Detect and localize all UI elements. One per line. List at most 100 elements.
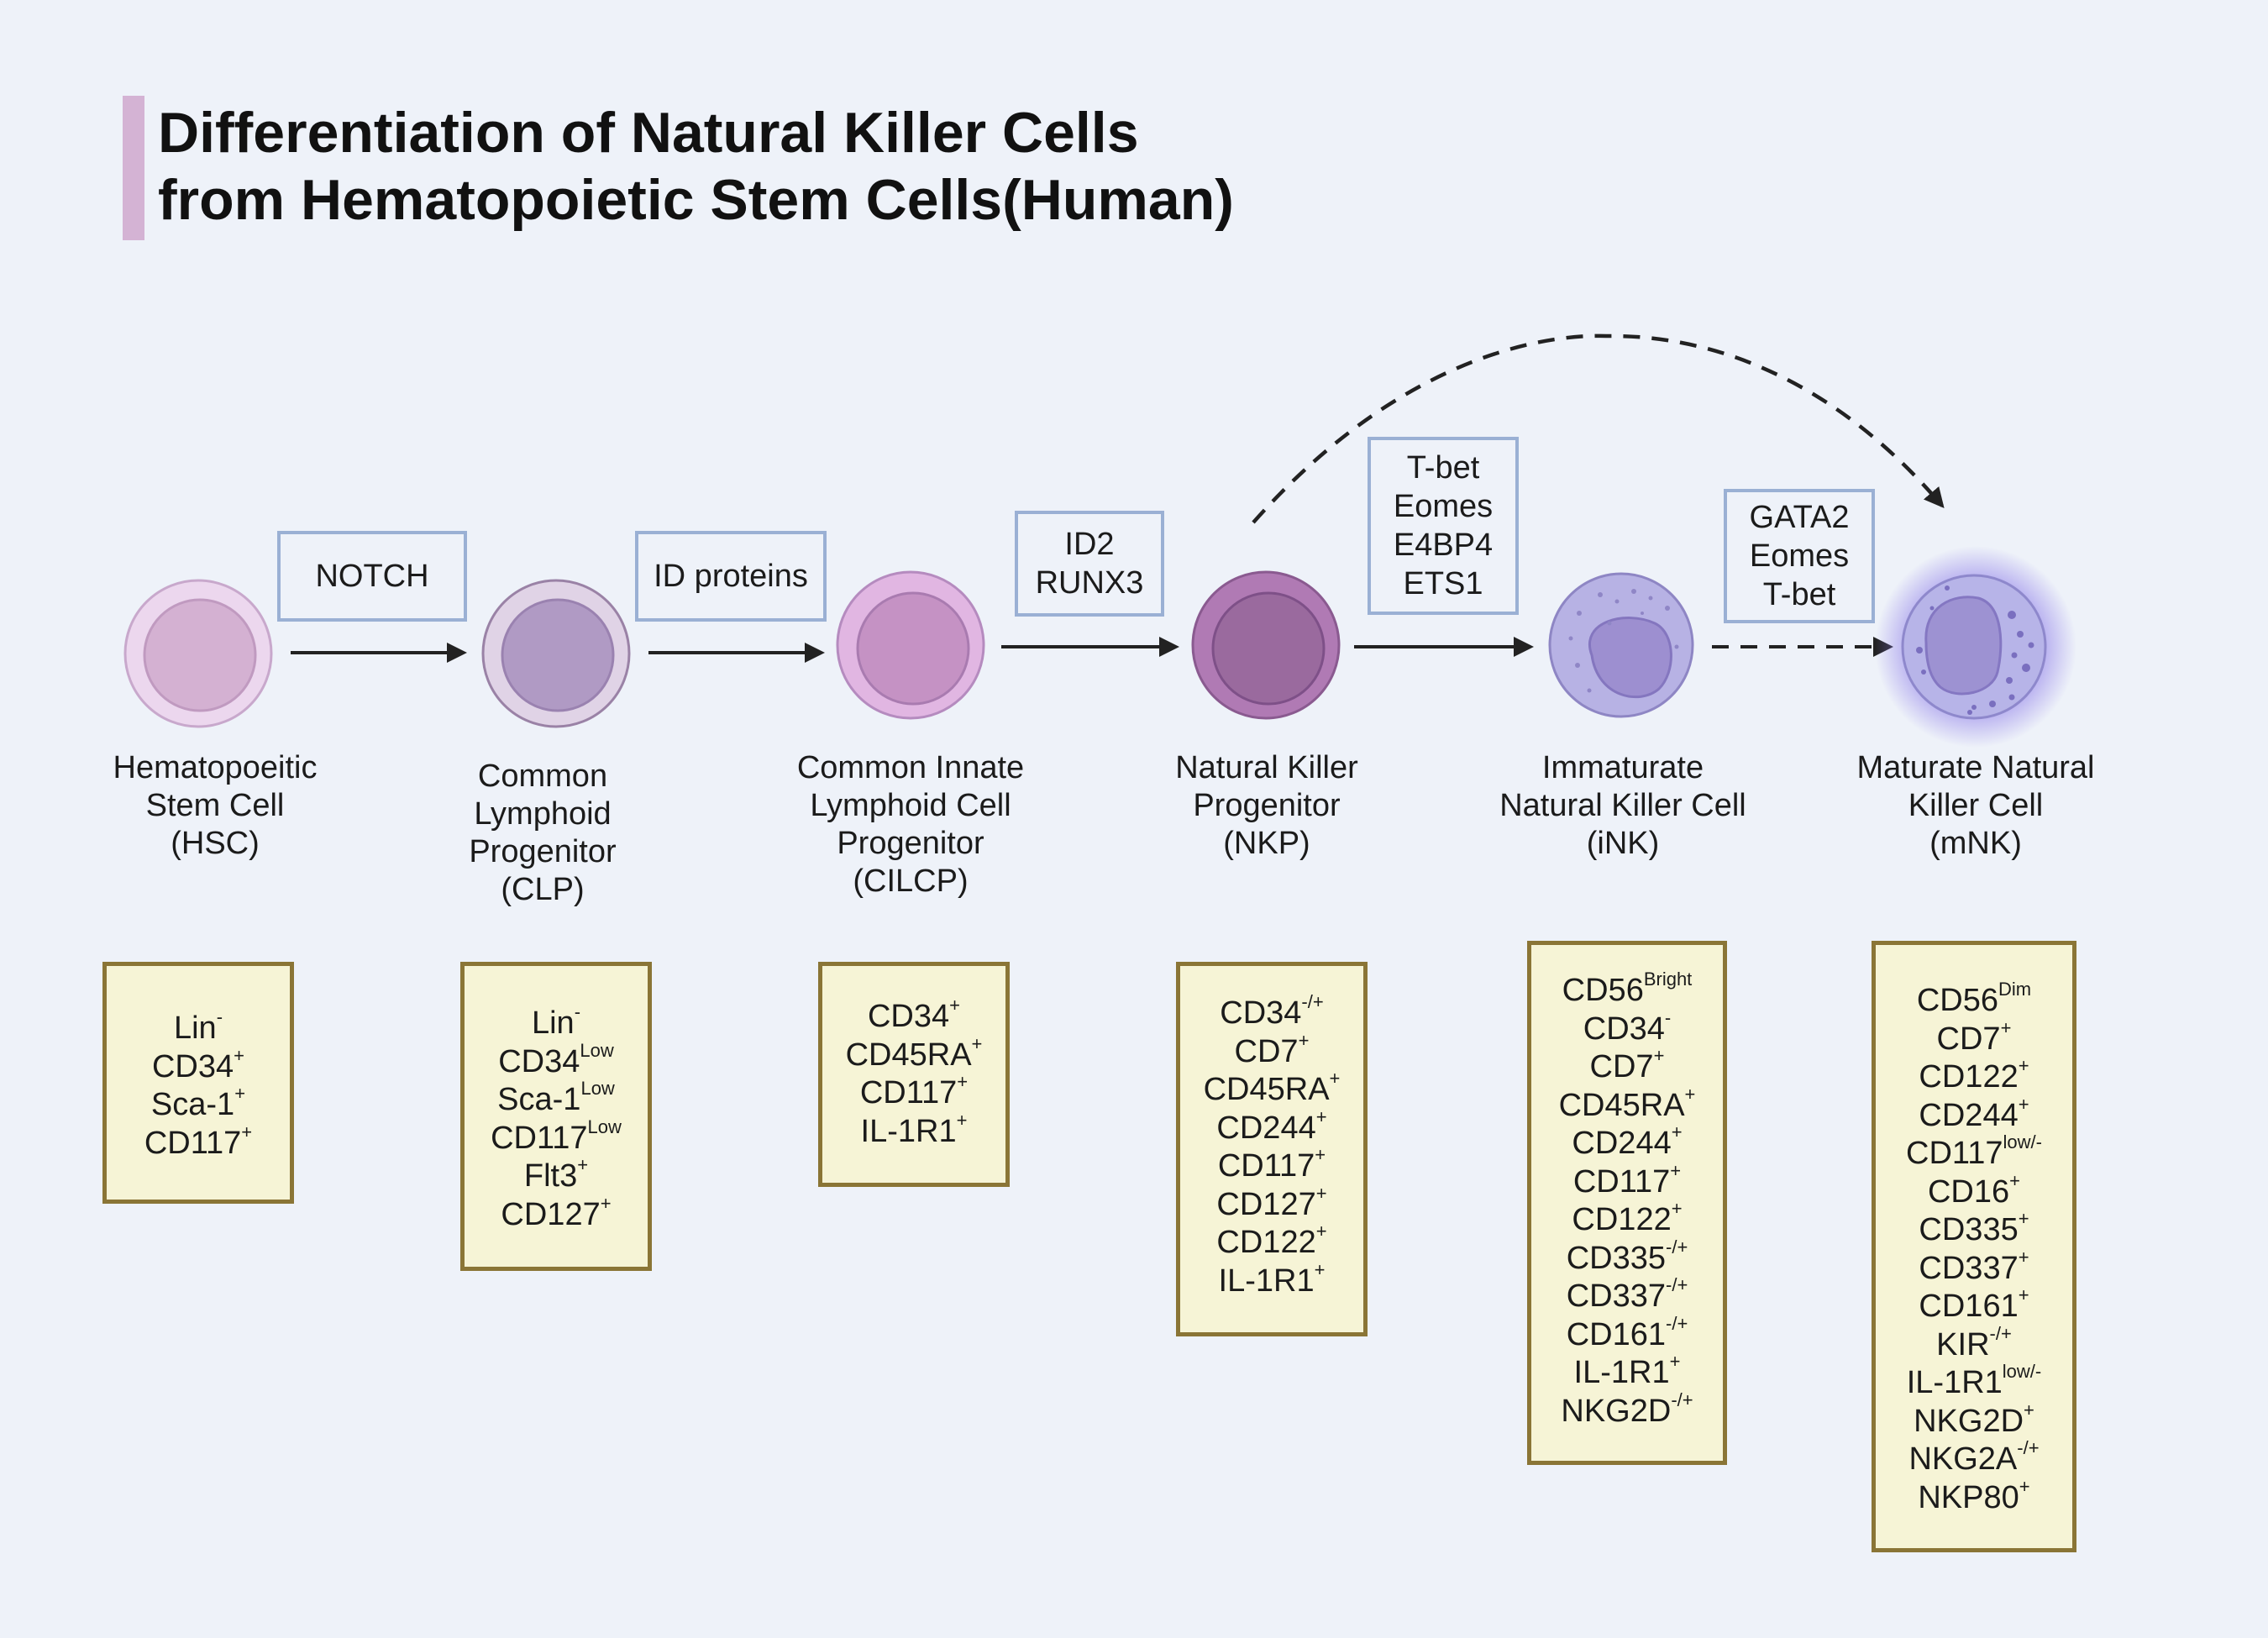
marker-ink-1: CD34-: [1583, 1008, 1671, 1049]
marker-name: CD117: [144, 1125, 242, 1161]
marker-cilcp-1: CD45RA+: [846, 1034, 983, 1075]
marker-box-nkp: CD34-/+CD7+CD45RA+CD244+CD117+CD127+CD12…: [1176, 962, 1368, 1336]
marker-expression: +: [1684, 1083, 1696, 1105]
marker-mnk-1: CD7+: [1937, 1018, 2012, 1059]
marker-expression: +: [1669, 1351, 1681, 1373]
marker-expression: -/+: [1989, 1322, 2012, 1344]
marker-expression: Dim: [1998, 979, 2032, 1000]
tf-line: Eomes: [1749, 538, 1850, 574]
marker-ink-11: NKG2D-/+: [1561, 1390, 1693, 1431]
marker-nkp-5: CD127+: [1216, 1184, 1326, 1225]
marker-mnk-7: CD337+: [1919, 1247, 2029, 1289]
marker-expression: low/-: [2002, 1361, 2042, 1383]
marker-name: NKG2D: [1561, 1393, 1672, 1429]
marker-name: CD161: [1566, 1316, 1666, 1352]
marker-expression: +: [1315, 1105, 1327, 1127]
mnk-cell-icon: [1875, 546, 2076, 748]
marker-name: CD45RA: [1558, 1087, 1685, 1123]
marker-name: CD244: [1919, 1097, 2019, 1133]
marker-mnk-11: NKG2D+: [1914, 1400, 2034, 1441]
marker-cilcp-0: CD34+: [867, 996, 960, 1037]
marker-name: Flt3: [523, 1158, 578, 1194]
marker-name: IL-1R1: [860, 1113, 957, 1149]
marker-mnk-10: IL-1R1low/-: [1906, 1361, 2042, 1403]
marker-expression: +: [2018, 1055, 2029, 1077]
marker-mnk-3: CD244+: [1919, 1093, 2029, 1136]
cell-label-line: (CILCP): [853, 864, 969, 899]
marker-expression: +: [2018, 1093, 2029, 1115]
cell-label-line: (HSC): [171, 826, 260, 861]
marker-hsc-0: Lin-: [174, 1008, 223, 1048]
marker-expression: +: [600, 1192, 612, 1214]
marker-clp-3: CD117Low: [491, 1117, 622, 1158]
marker-name: CD127: [1216, 1186, 1316, 1222]
marker-name: CD34: [1220, 995, 1302, 1031]
marker-name: NKG2A: [1908, 1441, 2018, 1477]
marker-name: CD7: [1234, 1033, 1299, 1069]
tf-box-id-proteins: ID proteins: [635, 531, 827, 622]
cell-label-line: Common: [477, 759, 608, 794]
cell-label-line: (iNK): [1586, 826, 1660, 861]
marker-name: CD34: [867, 999, 950, 1034]
marker-expression: -: [1664, 1006, 1672, 1028]
marker-cilcp-3: IL-1R1+: [860, 1110, 968, 1152]
marker-name: CD56: [1562, 973, 1644, 1008]
cell-label-line: (NKP): [1223, 826, 1310, 861]
marker-expression: +: [234, 1083, 246, 1105]
marker-name: CD34: [1583, 1011, 1665, 1047]
nkp-cell-icon: [1191, 570, 1341, 720]
marker-mnk-8: CD161+: [1919, 1286, 2029, 1326]
marker-hsc-3: CD117+: [144, 1122, 252, 1163]
marker-nkp-6: CD122+: [1216, 1222, 1326, 1263]
marker-ink-10: IL-1R1+: [1574, 1351, 1681, 1393]
ink-cell-icon: [1548, 572, 1694, 718]
marker-ink-0: CD56Bright: [1562, 970, 1693, 1011]
marker-hsc-1: CD34+: [152, 1046, 244, 1087]
tf-line: T-bet: [1406, 450, 1480, 486]
tf-line: ETS1: [1403, 566, 1483, 601]
marker-ink-9: CD161-/+: [1566, 1314, 1688, 1355]
tf-box-gata2-eomes-tbet: GATA2 Eomes T-bet: [1724, 489, 1875, 623]
cell-label-line: Hematopoeitic: [113, 750, 318, 785]
marker-ink-8: CD337-/+: [1567, 1276, 1688, 1316]
marker-name: IL-1R1: [1906, 1365, 2003, 1400]
cell-label-line: Common Innate: [796, 750, 1025, 785]
marker-clp-5: CD127+: [501, 1192, 612, 1235]
cell-label-line: Progenitor: [1193, 788, 1341, 823]
marker-expression: +: [1329, 1068, 1341, 1089]
cell-label-mnk: Maturate Natural Killer Cell (mNK): [1824, 749, 2127, 863]
marker-ink-2: CD7+: [1589, 1047, 1665, 1087]
marker-expression: -/+: [1666, 1274, 1688, 1296]
marker-expression: -/+: [1301, 991, 1324, 1013]
marker-expression: -: [216, 1006, 223, 1028]
cell-label-line: (mNK): [1929, 826, 2022, 861]
marker-name: CD122: [1216, 1225, 1316, 1260]
marker-mnk-12: NKG2A-/+: [1908, 1439, 2039, 1479]
marker-ink-7: CD335-/+: [1566, 1237, 1688, 1278]
marker-clp-4: Flt3+: [523, 1156, 588, 1196]
marker-name: CD117: [1217, 1148, 1315, 1184]
marker-name: CD7: [1589, 1049, 1654, 1084]
cell-label-line: Natural Killer Cell: [1499, 788, 1746, 823]
marker-expression: +: [957, 1071, 969, 1093]
hsc-cell-icon: [123, 579, 273, 728]
marker-expression: +: [971, 1032, 983, 1054]
arrow-nkp-to-mnk-curved: [1252, 333, 1945, 524]
marker-expression: Low: [587, 1116, 622, 1137]
marker-expression: +: [1298, 1029, 1310, 1051]
title-line-1: Differentiation of Natural Killer Cells: [158, 101, 1139, 165]
tf-line: ID2: [1064, 527, 1115, 562]
marker-ink-3: CD45RA+: [1558, 1083, 1696, 1126]
marker-name: CD335: [1566, 1240, 1666, 1276]
marker-clp-0: Lin-: [532, 1003, 580, 1043]
title-accent-bar: [123, 96, 144, 240]
marker-name: CD117: [491, 1120, 588, 1156]
marker-ink-6: CD122+: [1572, 1200, 1682, 1240]
cell-label-hsc: Hematopoeitic Stem Cell (HSC): [64, 749, 366, 863]
tf-box-tbet-eomes-e4bp4-ets1: T-bet Eomes E4BP4 ETS1: [1368, 437, 1519, 615]
marker-name: CD122: [1572, 1202, 1672, 1237]
cell-label-line: Stem Cell: [145, 788, 285, 823]
